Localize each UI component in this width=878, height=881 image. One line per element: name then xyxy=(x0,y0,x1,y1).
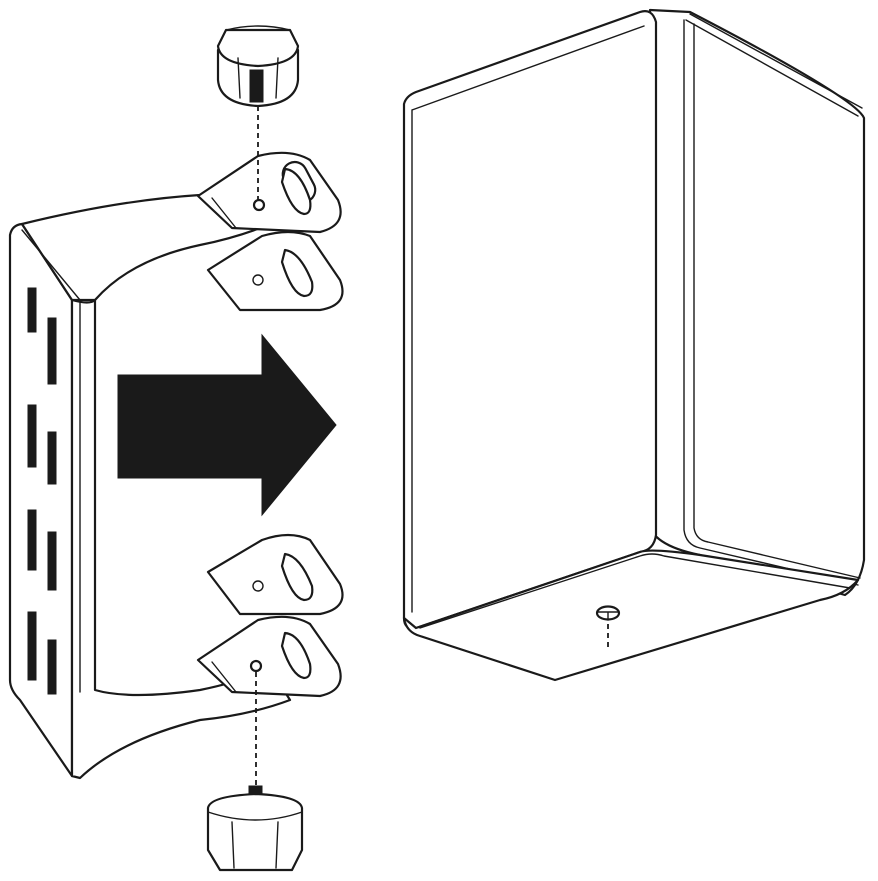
bracket-slot xyxy=(27,509,37,571)
mounting-knob-top xyxy=(216,25,300,200)
bracket-top-arm xyxy=(196,151,344,312)
bracket-slot xyxy=(47,639,57,695)
bracket-slot xyxy=(47,531,57,591)
knob-threaded-stud xyxy=(249,69,264,103)
mounting-bracket xyxy=(8,151,344,780)
mounting-knob-bottom xyxy=(206,672,304,872)
cabinet-screw-hole xyxy=(595,605,621,648)
bracket-slot xyxy=(27,404,37,468)
bracket-slot xyxy=(47,317,57,385)
direction-arrow xyxy=(117,333,337,517)
speaker-cabinet xyxy=(402,8,866,682)
bracket-slot xyxy=(27,287,37,333)
bracket-slot xyxy=(27,611,37,681)
bracket-bottom-arm xyxy=(196,533,344,698)
bracket-slot xyxy=(47,431,57,485)
